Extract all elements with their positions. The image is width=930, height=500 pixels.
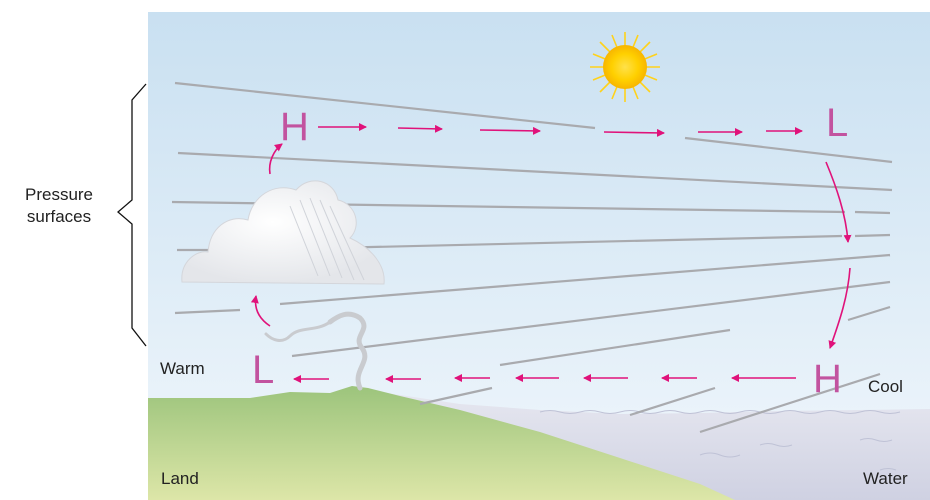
pressure-surfaces-label: Pressure surfaces xyxy=(24,185,94,226)
smoke-icon xyxy=(264,311,368,391)
land-label: Land xyxy=(161,469,199,488)
low-pressure-lower-left: L xyxy=(252,348,275,392)
water xyxy=(380,392,930,500)
water-ripples xyxy=(539,410,901,471)
high-pressure-upper-left: H xyxy=(280,105,309,149)
brace-icon xyxy=(117,83,147,347)
cool-label: Cool xyxy=(868,377,903,396)
high-pressure-lower-right: H xyxy=(813,357,842,401)
land xyxy=(148,386,735,500)
warm-label: Warm xyxy=(160,359,205,378)
water-label: Water xyxy=(863,469,908,488)
circulation-arrows xyxy=(250,123,852,383)
low-pressure-upper-right: L xyxy=(826,101,849,145)
sun-icon xyxy=(590,32,660,102)
cloud-icon xyxy=(181,180,385,285)
